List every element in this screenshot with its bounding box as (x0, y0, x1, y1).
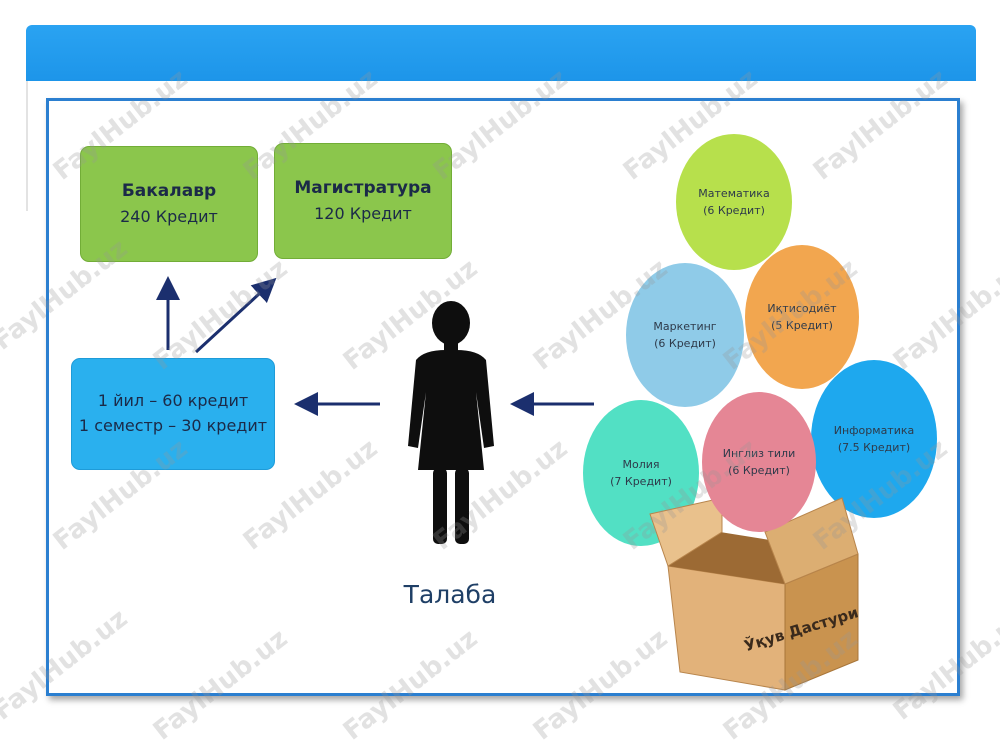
year-credit-line: 1 йил – 60 кредит (97, 391, 249, 411)
subject-name: Маркетинг (653, 319, 717, 333)
subject-circle-economics: Иқтисодиёт (5 Кредит) (745, 245, 859, 389)
left-rule (26, 81, 28, 211)
subject-name: Информатика (833, 423, 915, 437)
student-figure (408, 301, 494, 544)
subject-circle-mathematics: Математика (6 Кредит) (676, 134, 792, 270)
subject-credits: (5 Кредит) (771, 319, 833, 332)
program-box-illustration (649, 497, 859, 691)
subject-credits: (6 Кредит) (654, 337, 716, 350)
subject-credits: (6 Кредит) (728, 464, 790, 477)
subject-credits: (6 Кредит) (703, 204, 765, 217)
bachelor-credits: 240 Кредит (120, 206, 218, 226)
arrow-to-master (194, 277, 277, 354)
year-credit-box: 1 йил – 60 кредит 1 семестр – 30 кредит (71, 358, 275, 470)
header-bar (26, 25, 976, 81)
subject-credits: (7.5 Кредит) (837, 441, 911, 454)
master-credits: 120 Кредит (314, 203, 412, 223)
bachelor-box: Бакалавр 240 Кредит (80, 146, 258, 262)
subject-circle-english: Инглиз тили (6 Кредит) (702, 392, 816, 532)
master-title: Магистратура (294, 178, 432, 199)
subject-name: Молия (622, 457, 660, 471)
subject-circle-informatics: Информатика (7.5 Кредит) (811, 360, 937, 518)
subject-credits: (7 Кредит) (610, 475, 672, 488)
subject-name: Инглиз тили (722, 446, 796, 460)
master-box: Магистратура 120 Кредит (274, 143, 452, 259)
subject-circle-marketing: Маркетинг (6 Кредит) (626, 263, 744, 407)
subject-name: Математика (698, 186, 770, 200)
semester-credit-line: 1 семестр – 30 кредит (78, 416, 268, 435)
bachelor-title: Бакалавр (121, 181, 217, 202)
student-label: Талаба (403, 580, 497, 609)
subject-name: Иқтисодиёт (767, 301, 837, 315)
